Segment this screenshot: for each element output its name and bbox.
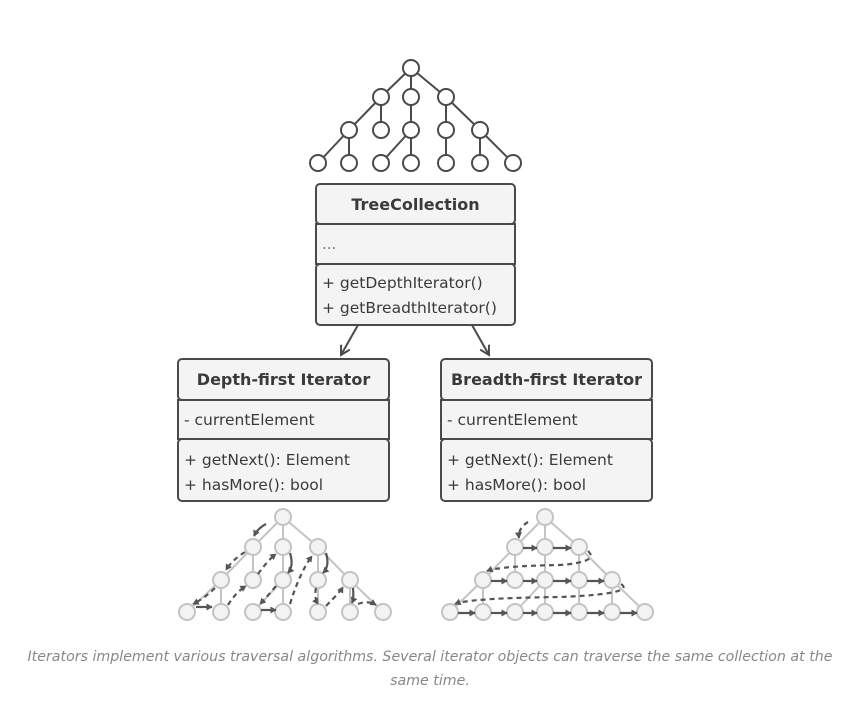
tree-node bbox=[536, 571, 554, 589]
tree-node bbox=[506, 538, 524, 556]
tree-node bbox=[603, 603, 621, 621]
tree-collection-class-box: TreeCollection ... + getDepthIterator() … bbox=[315, 183, 516, 326]
tree-node bbox=[212, 603, 230, 621]
tree-node bbox=[437, 88, 455, 106]
tree-node bbox=[244, 538, 262, 556]
tree-node bbox=[402, 154, 420, 172]
traversal-arrow bbox=[357, 599, 377, 606]
traversal-arrow bbox=[486, 550, 592, 573]
tree-node bbox=[402, 88, 420, 106]
tree-node bbox=[372, 88, 390, 106]
breadth-iterator-method: + hasMore(): bool bbox=[447, 476, 586, 494]
tree-node bbox=[274, 508, 292, 526]
tree-collection-method: + getBreadthIterator() bbox=[322, 299, 497, 317]
arrow-to-depth-iterator bbox=[341, 324, 359, 355]
tree-node bbox=[536, 603, 554, 621]
tree-node bbox=[636, 603, 654, 621]
tree-node bbox=[244, 571, 262, 589]
breadth-iterator-methods-compartment bbox=[440, 438, 653, 502]
traversal-arrow bbox=[322, 552, 330, 574]
tree-node bbox=[570, 603, 588, 621]
traversal-arrow bbox=[325, 586, 344, 607]
depth-first-traversal-illustration bbox=[178, 508, 392, 621]
breadth-iterator-title: Breadth-first Iterator bbox=[451, 370, 642, 389]
tree-node bbox=[372, 154, 390, 172]
tree-node bbox=[471, 121, 489, 139]
tree-node bbox=[340, 154, 358, 172]
breadth-iterator-field: - currentElement bbox=[447, 411, 578, 429]
tree-node bbox=[506, 571, 524, 589]
tree-node bbox=[274, 603, 292, 621]
tree-node bbox=[441, 603, 459, 621]
tree-node bbox=[309, 571, 327, 589]
traversal-arrow bbox=[257, 553, 277, 575]
arrow-to-breadth-iterator bbox=[471, 324, 489, 355]
traversal-arrow bbox=[253, 523, 267, 537]
depth-iterator-title: Depth-first Iterator bbox=[197, 370, 371, 389]
traversal-arrow bbox=[287, 552, 295, 574]
tree-collection-method: + getDepthIterator() bbox=[322, 274, 483, 292]
tree-node bbox=[309, 538, 327, 556]
breadth-iterator-class-box: Breadth-first Iterator - currentElement … bbox=[440, 358, 653, 502]
tree-node bbox=[244, 603, 262, 621]
traversal-arrow bbox=[288, 555, 313, 605]
traversal-arrow bbox=[311, 587, 319, 605]
tree-node bbox=[309, 154, 327, 172]
traversal-arrow bbox=[225, 551, 246, 571]
tree-node bbox=[309, 603, 327, 621]
tree-node bbox=[341, 603, 359, 621]
traversal-arrow bbox=[514, 521, 529, 539]
depth-iterator-method: + getNext(): Element bbox=[184, 451, 350, 469]
tree-collection-fields-compartment bbox=[315, 223, 516, 265]
tree-node bbox=[372, 121, 390, 139]
depth-iterator-class-box: Depth-first Iterator - currentElement + … bbox=[177, 358, 390, 502]
tree-node bbox=[274, 538, 292, 556]
tree-node bbox=[570, 571, 588, 589]
tree-node bbox=[570, 538, 588, 556]
tree-node bbox=[274, 571, 292, 589]
depth-iterator-field: - currentElement bbox=[184, 411, 315, 429]
tree-node bbox=[341, 571, 359, 589]
tree-node bbox=[536, 538, 554, 556]
tree-node bbox=[474, 571, 492, 589]
tree-node bbox=[437, 154, 455, 172]
tree-node bbox=[374, 603, 392, 621]
traversal-arrow bbox=[192, 587, 216, 605]
breadth-iterator-fields-compartment bbox=[440, 399, 653, 440]
figure-caption: Iterators implement various traversal al… bbox=[27, 649, 833, 689]
tree-node bbox=[402, 59, 420, 77]
tree-node bbox=[340, 121, 358, 139]
tree-node bbox=[437, 121, 455, 139]
traversal-arrow bbox=[227, 585, 247, 606]
tree-collection-methods-compartment bbox=[315, 263, 516, 326]
traversal-arrow bbox=[350, 587, 358, 604]
tree-node bbox=[178, 603, 196, 621]
tree-node bbox=[474, 603, 492, 621]
tree-node bbox=[402, 121, 420, 139]
tree-node bbox=[536, 508, 554, 526]
breadth-iterator-method: + getNext(): Element bbox=[447, 451, 613, 469]
traversal-arrow bbox=[259, 585, 277, 605]
tree-node bbox=[504, 154, 522, 172]
depth-iterator-methods-compartment bbox=[177, 438, 390, 502]
depth-iterator-fields-compartment bbox=[177, 399, 390, 440]
tree-collection-fields: ... bbox=[322, 235, 336, 253]
tree-node bbox=[212, 571, 230, 589]
tree-node bbox=[603, 571, 621, 589]
depth-iterator-method: + hasMore(): bool bbox=[184, 476, 323, 494]
breadth-first-traversal-illustration bbox=[441, 508, 654, 621]
tree-node bbox=[471, 154, 489, 172]
tree-node bbox=[506, 603, 524, 621]
tree-collection-illustration bbox=[309, 59, 522, 172]
tree-collection-title: TreeCollection bbox=[351, 195, 479, 214]
